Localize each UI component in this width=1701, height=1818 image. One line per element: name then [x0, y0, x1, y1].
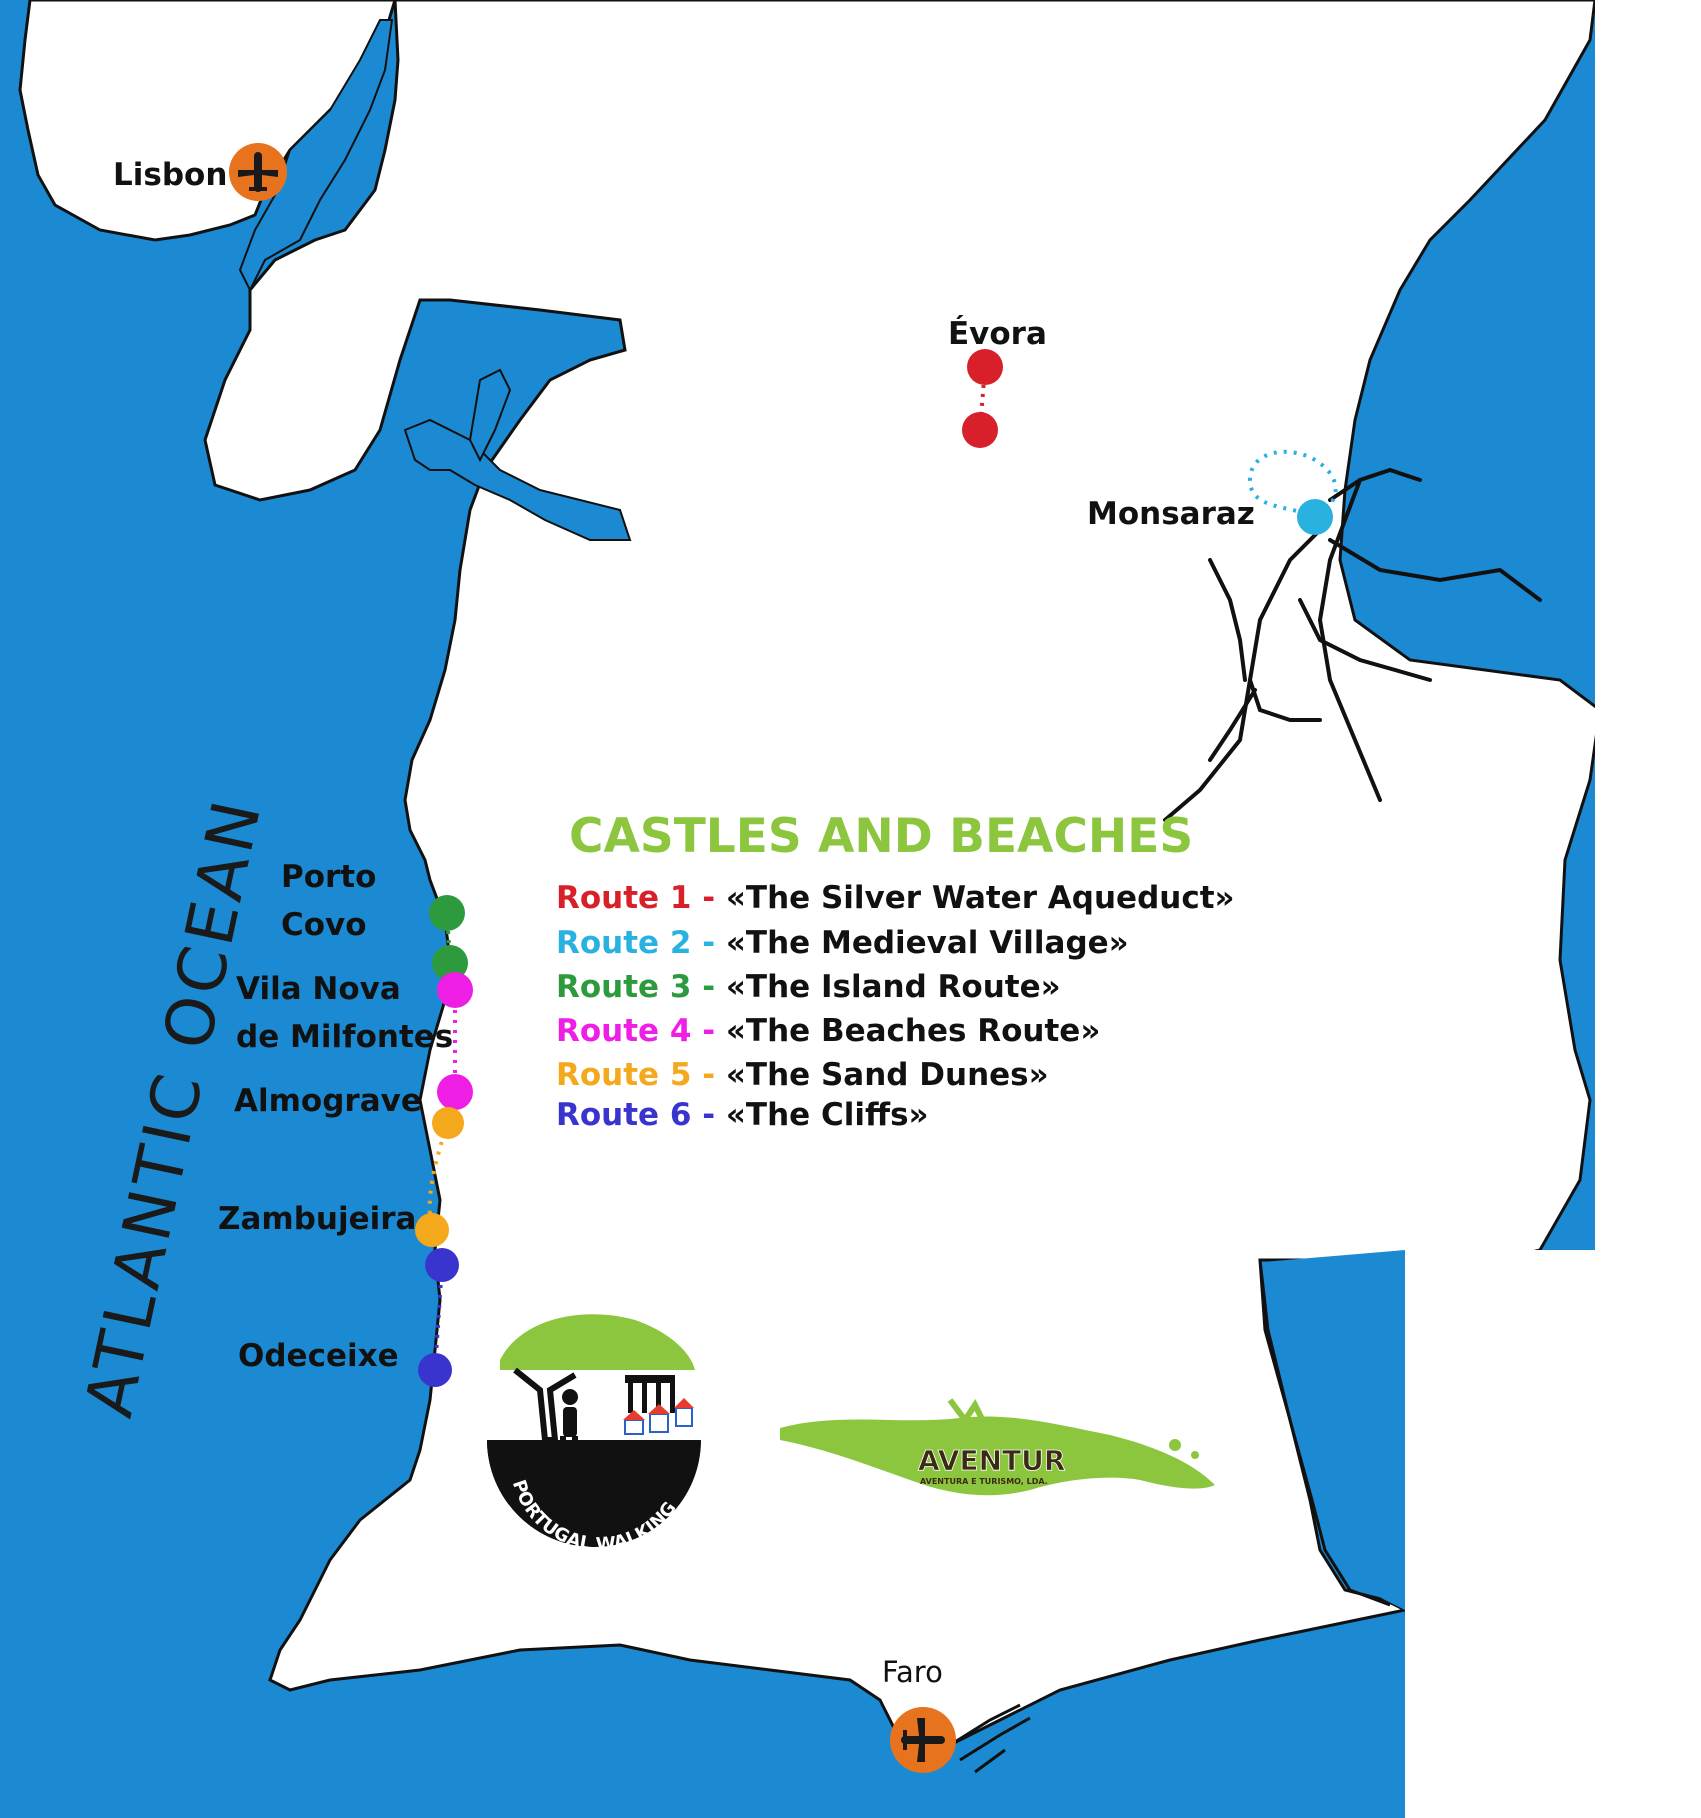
route-3-markers: [429, 895, 468, 981]
legend-route-name: «The Beaches Route»: [726, 1013, 1100, 1049]
village-houses-icon: [623, 1398, 694, 1435]
route-3-dot[interactable]: [429, 895, 465, 931]
route-3-dot[interactable]: [432, 945, 468, 981]
hiker-icon: [560, 1389, 578, 1466]
legend: CASTLES AND BEACHES Route 1 - «The Silve…: [556, 809, 1235, 1133]
route-2-dot[interactable]: [1297, 499, 1333, 535]
legend-route-prefix: Route 6 -: [556, 1097, 726, 1133]
route-5-dot[interactable]: [432, 1107, 464, 1139]
tagus-estuary: [238, 19, 394, 293]
legend-route-prefix: Route 2 -: [556, 925, 726, 961]
route-2-markers: [1247, 449, 1338, 535]
portugal-walking-logo: PORTUGAL WALKING: [487, 1314, 701, 1555]
sea-east-strip: [1262, 1250, 1405, 1610]
route-1-dot[interactable]: [962, 412, 998, 448]
route-6-dot[interactable]: [425, 1248, 459, 1282]
aventur-text: AVENTUR: [918, 1444, 1065, 1477]
legend-route-2: Route 2 - «The Medieval Village»: [556, 925, 1129, 961]
faro-islands: [949, 1703, 1031, 1774]
airport-lisbon[interactable]: [229, 143, 287, 201]
aventur-subtitle: AVENTURA E TURISMO, LDA.: [920, 1477, 1048, 1486]
legend-route-name: «The Cliffs»: [726, 1097, 929, 1133]
rivers-and-border: [1163, 467, 1542, 822]
legend-route-3: Route 3 - «The Island Route»: [556, 969, 1061, 1005]
route-4-dot[interactable]: [437, 972, 473, 1008]
label-odeceixe: Odeceixe: [238, 1338, 399, 1374]
label-porto-covo-line1: Porto: [281, 859, 376, 895]
legend-route-name: «The Silver Water Aqueduct»: [726, 880, 1235, 916]
legend-route-prefix: Route 4 -: [556, 1013, 726, 1049]
label-monsaraz: Monsaraz: [1087, 496, 1255, 532]
east-coastline: [1258, 1259, 1391, 1607]
legend-route-name: «The Sand Dunes»: [726, 1057, 1049, 1093]
legend-route-prefix: Route 5 -: [556, 1057, 726, 1093]
aqueduct-icon: [625, 1375, 675, 1413]
label-evora: Évora: [948, 316, 1047, 352]
legend-route-4: Route 4 - «The Beaches Route»: [556, 1013, 1100, 1049]
label-vila-nova-line1: Vila Nova: [236, 971, 401, 1007]
label-faro: Faro: [882, 1655, 943, 1689]
airplane-icon: [901, 1718, 945, 1762]
legend-route-1: Route 1 - «The Silver Water Aqueduct»: [556, 880, 1235, 916]
airport-faro[interactable]: [890, 1707, 956, 1773]
label-vila-nova-line2: de Milfontes: [236, 1019, 453, 1055]
sado-channel: [468, 368, 512, 463]
route-6-dot[interactable]: [418, 1353, 452, 1387]
legend-route-prefix: Route 1 -: [556, 880, 726, 916]
land-bottom-right: [1405, 1600, 1701, 1818]
legend-route-6: Route 6 - «The Cliffs»: [556, 1097, 929, 1133]
aventur-logo: AVENTUR AVENTURA E TURISMO, LDA.: [780, 1398, 1215, 1496]
label-almograve: Almograve: [234, 1083, 422, 1119]
label-lisbon: Lisbon: [113, 157, 227, 193]
route-5-markers: [415, 1107, 464, 1247]
airplane-icon: [238, 152, 278, 192]
label-zambujeira: Zambujeira: [218, 1201, 416, 1237]
label-porto-covo-line2: Covo: [281, 907, 367, 943]
legend-rows: Route 1 - «The Silver Water Aqueduct»Rou…: [556, 880, 1235, 1133]
route-4-markers: [437, 972, 473, 1110]
legend-title: CASTLES AND BEACHES: [569, 809, 1193, 864]
legend-route-name: «The Island Route»: [726, 969, 1061, 1005]
land-alentejo: [203, 0, 1602, 1747]
sado-estuary: [403, 418, 632, 541]
route-6-markers: [418, 1248, 459, 1387]
route-4-dot[interactable]: [437, 1074, 473, 1110]
land-right-top: [1595, 0, 1701, 1260]
land-right-strip: [1405, 1250, 1701, 1610]
legend-route-5: Route 5 - «The Sand Dunes»: [556, 1057, 1049, 1093]
route-5-dot[interactable]: [415, 1213, 449, 1247]
legend-route-name: «The Medieval Village»: [726, 925, 1129, 961]
legend-route-prefix: Route 3 -: [556, 969, 726, 1005]
route-1-markers: [962, 349, 1003, 448]
route-1-dot[interactable]: [967, 349, 1003, 385]
